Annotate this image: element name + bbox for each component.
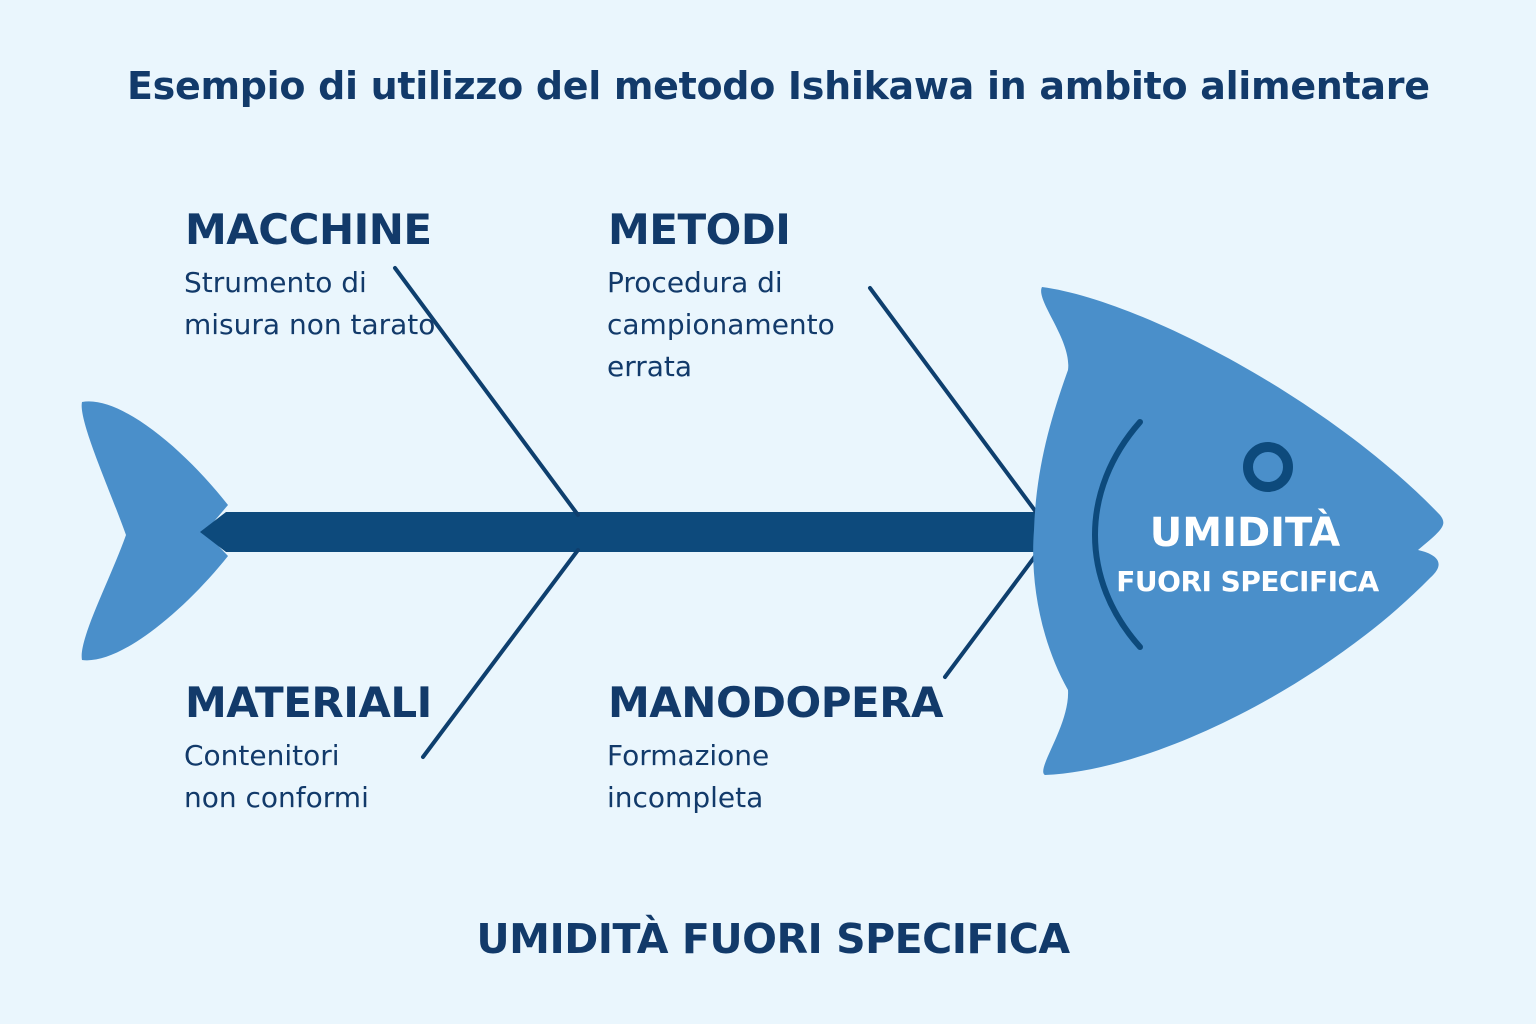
category-macchine: MACCHINE bbox=[185, 205, 432, 254]
fish-eye-icon bbox=[1243, 442, 1293, 492]
page-title: Esempio di utilizzo del metodo Ishikawa … bbox=[127, 64, 1430, 108]
cause-macchine: Strumento di misura non tarato bbox=[184, 266, 436, 341]
bone-materiali bbox=[421, 548, 580, 759]
bone-macchine bbox=[393, 266, 580, 517]
cause-materiali: Contenitori non conformi bbox=[184, 739, 369, 814]
fish-tail bbox=[81, 401, 228, 661]
category-manodopera: MANODOPERA bbox=[608, 678, 944, 727]
fish-head bbox=[1033, 287, 1444, 775]
fish-spine bbox=[200, 512, 1040, 552]
bone-manodopera bbox=[943, 553, 1038, 679]
category-metodi: METODI bbox=[608, 205, 791, 254]
category-materiali: MATERIALI bbox=[185, 678, 432, 727]
head-label-line1: UMIDITÀ bbox=[1149, 510, 1341, 556]
head-label-line2: FUORI SPECIFICA bbox=[1116, 565, 1379, 598]
cause-metodi: Procedura di campionamento errata bbox=[607, 266, 835, 383]
bone-metodi bbox=[868, 286, 1038, 514]
cause-manodopera: Formazione incompleta bbox=[607, 739, 770, 814]
effect-caption: UMIDITÀ FUORI SPECIFICA bbox=[476, 915, 1070, 963]
gill-arc bbox=[1092, 419, 1143, 650]
